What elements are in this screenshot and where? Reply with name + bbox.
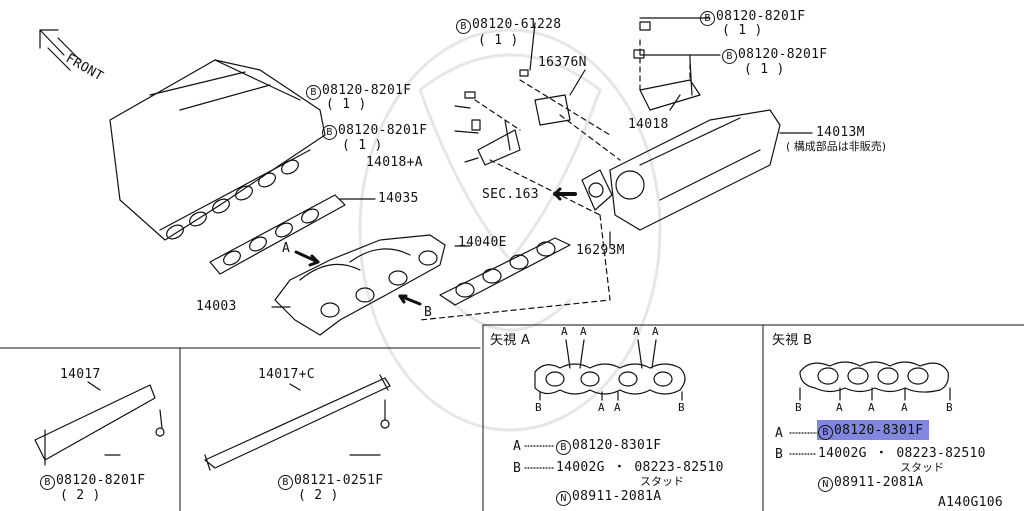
bolt-symbol-icon: B: [322, 125, 337, 140]
view-b-bottom-label: B: [795, 401, 802, 414]
bolt-symbol-icon: B: [40, 475, 55, 490]
bolt-symbol-icon: B: [818, 425, 833, 440]
view-b-legend-b[interactable]: 14002G ・ 08223-82510: [818, 446, 986, 461]
view-a-bottom-label: A: [614, 401, 621, 414]
view-b-legend-a-key: A: [775, 426, 784, 441]
bracket-16376N: [534, 94, 571, 126]
view-a-legend-b-key: B: [513, 461, 522, 476]
part-08120-61228-qty: ( 1 ): [478, 33, 519, 48]
part-left-08120-8201F-b-qty: ( 1 ): [342, 138, 383, 153]
panel-borders: [0, 324, 1024, 511]
head-ports: [166, 159, 299, 240]
part-top-08120-8201F-a-qty: ( 1 ): [722, 23, 763, 38]
part-16376N[interactable]: 16376N: [538, 55, 587, 70]
manifold-14013M: [609, 109, 781, 231]
view-b-legend-b-key: B: [775, 447, 784, 462]
part-14013M[interactable]: 14013M: [816, 125, 865, 140]
bolt-symbol-icon: B: [722, 49, 737, 64]
bolt-symbol-icon: B: [306, 85, 321, 100]
bolt-icons: [464, 21, 651, 131]
legend-leaders: [524, 432, 821, 469]
part-16293M[interactable]: 16293M: [576, 243, 625, 258]
view-a-bottom-label: A: [598, 401, 605, 414]
part-14035[interactable]: 14035: [378, 191, 419, 206]
view-b-legend-b-sub: スタッド: [900, 461, 944, 474]
bolt-symbol-icon: B: [700, 11, 715, 26]
part-14018A[interactable]: 14018+A: [366, 155, 423, 170]
section-163-link[interactable]: SEC.163: [482, 187, 539, 202]
view-b-bottom-label: A: [836, 401, 843, 414]
nut-symbol-icon: N: [818, 477, 833, 492]
nut-symbol-icon: N: [556, 491, 571, 506]
part-14003[interactable]: 14003: [196, 299, 237, 314]
view-b-bottom-label: A: [901, 401, 908, 414]
view-a-title: 矢視 A: [490, 333, 531, 348]
part-14017C-bolt-qty: ( 2 ): [298, 488, 339, 503]
part-14018[interactable]: 14018: [628, 117, 669, 132]
bracket-14018: [639, 59, 701, 111]
part-left-08120-8201F-a-qty: ( 1 ): [326, 97, 367, 112]
dashed-leaders: [419, 39, 691, 321]
view-a-bottom-label: B: [535, 401, 542, 414]
view-a-legend-b-sub: スタッド: [640, 475, 684, 488]
bolt-symbol-icon: B: [556, 440, 571, 455]
view-a-top-label: A: [561, 325, 568, 338]
part-14017[interactable]: 14017: [60, 367, 101, 382]
bolt-symbol-icon: B: [456, 19, 471, 34]
part-top-08120-8201F-b-qty: ( 1 ): [744, 62, 785, 77]
figure-code: A140G106: [938, 495, 1004, 510]
bolt-symbol-icon: B: [278, 475, 293, 490]
bracket-14017: [34, 384, 165, 466]
front-arrow-icon: [39, 29, 81, 71]
view-b-bottom-label: B: [946, 401, 953, 414]
gasket-14040E: [439, 237, 571, 306]
view-a-bottom-label: B: [678, 401, 685, 414]
view-b-marker: B: [424, 305, 433, 320]
part-14017C[interactable]: 14017+C: [258, 367, 315, 382]
view-b-bottom-label: A: [868, 401, 875, 414]
selection-highlight: [817, 420, 929, 440]
view-a-top-label: A: [652, 325, 659, 338]
bracket-14017C: [204, 374, 391, 471]
gasket-16293M: [581, 169, 613, 211]
leaders: [87, 17, 813, 456]
watermark-emblem: [358, 28, 662, 432]
gasket-14035: [209, 194, 346, 275]
view-a-marker: A: [282, 241, 291, 256]
view-a-top-label: A: [580, 325, 587, 338]
exhaust-manifold-14003: [274, 234, 446, 336]
part-14017-bolt-qty: ( 2 ): [60, 488, 101, 503]
part-14013M-note: ( 構成部品は非販売): [786, 140, 887, 153]
view-a-legend-b[interactable]: 14002G ・ 08223-82510: [556, 460, 724, 475]
view-a-gasket: [534, 339, 686, 401]
view-a-legend-a-key: A: [513, 439, 522, 454]
part-14040E[interactable]: 14040E: [458, 235, 507, 250]
view-b-gasket: [799, 361, 951, 401]
view-a-top-label: A: [633, 325, 640, 338]
view-b-title: 矢視 B: [772, 333, 813, 348]
bracket-14018A: [477, 119, 521, 166]
